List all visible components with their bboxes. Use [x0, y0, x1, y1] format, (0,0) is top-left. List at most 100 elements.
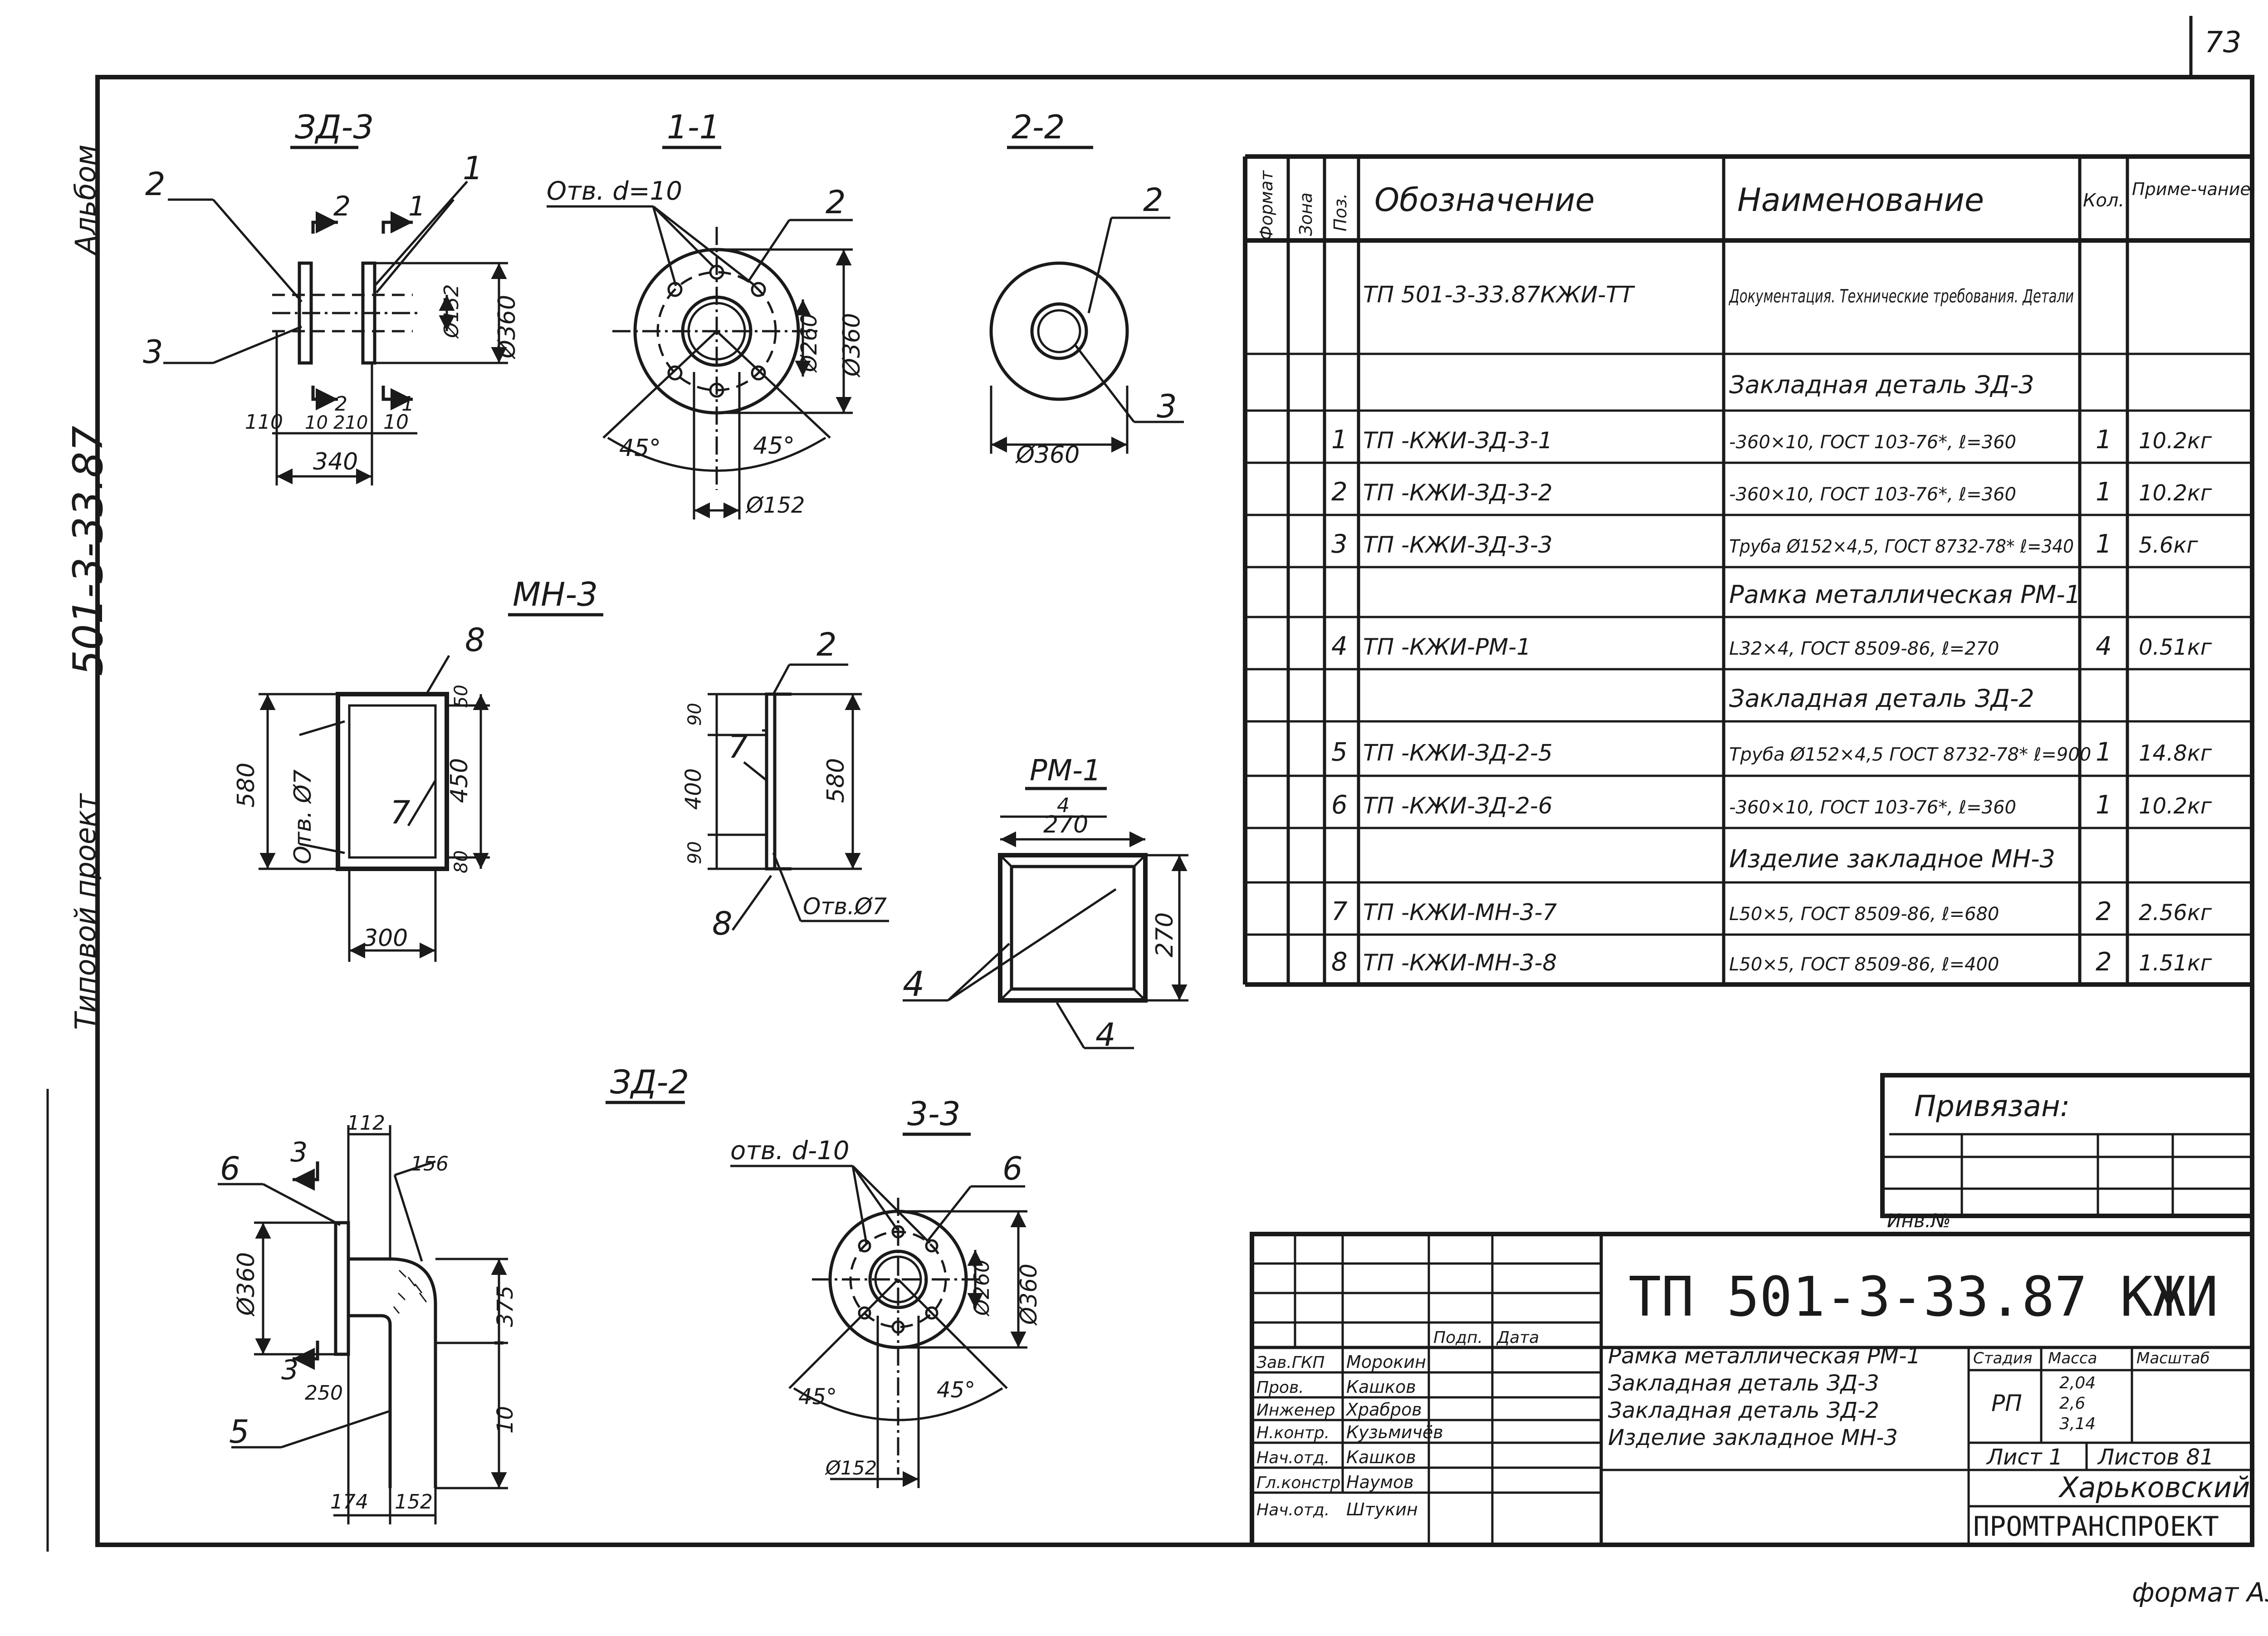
- spec-row-qty: 1: [2096, 790, 2112, 820]
- spec-row-note: 0.51кг: [2139, 635, 2212, 660]
- spec-header-note: Приме-чание: [2132, 179, 2251, 199]
- mn3-dim-50: 50: [451, 685, 472, 708]
- mn3-callout-8: 8: [465, 622, 485, 659]
- spec-row-note: 1.51кг: [2139, 950, 2212, 976]
- title-desc-2: Закладная деталь ЗД-3: [1608, 1371, 1879, 1396]
- s11-angle-left: 45°: [619, 435, 661, 462]
- title-mass-2: 2,6: [2059, 1394, 2085, 1413]
- spec-row-name: -360×10, ГОСТ 103-76*, ℓ=360: [1729, 797, 2016, 818]
- spec-table-grid: [1243, 154, 2254, 987]
- format-label: формат А3: [2132, 1577, 2268, 1608]
- title-mass-3: 3,14: [2059, 1415, 2096, 1433]
- zd3-callout-3: 3: [143, 333, 163, 371]
- s11-title: 1-1: [667, 108, 720, 146]
- spec-row-pos: 6: [1331, 790, 1348, 820]
- title-org-1: Харьковский: [2058, 1471, 2250, 1504]
- mn3-dim-300: 300: [363, 925, 408, 952]
- spec-row-pos: 8: [1331, 947, 1348, 977]
- zd2-dim-d360: Ø360: [233, 1252, 260, 1317]
- zd2-callout-5: 5: [229, 1413, 249, 1450]
- mn3-dim-450: 450: [446, 758, 473, 803]
- drawing-section-2-2: 2-2 Ø360 2 3: [989, 108, 1184, 469]
- spec-row-qty: 4: [2096, 632, 2112, 661]
- mn3-callout-7: 7: [390, 794, 411, 831]
- zd3-callout-1: 1: [463, 150, 483, 187]
- zd2-dim-152: 152: [395, 1490, 433, 1514]
- spec-row-group-title: Изделие закладное МН-3: [1729, 844, 2055, 873]
- privyazan-inv-label: Инв.№: [1887, 1210, 1951, 1232]
- mn3s-callout-7: 7: [728, 728, 748, 765]
- s33-angle-right: 45°: [937, 1377, 975, 1403]
- s22-callout-2: 2: [1143, 181, 1163, 219]
- side-album-label: Альбом: [69, 144, 102, 256]
- rm1-callout-4a: 4: [903, 964, 924, 1004]
- spec-row-doc: ТП -КЖИ-ЗД-3-1: [1363, 427, 1553, 454]
- drawing-zd2: ЗД-2 Ø360 375 10 112 156 174 152: [218, 1063, 689, 1524]
- s11-dim-d152: Ø152: [745, 493, 805, 518]
- s22-dim-d360: Ø360: [1015, 441, 1080, 469]
- zd2-dim-156: 156: [411, 1152, 449, 1176]
- s33-callout-6: 6: [1002, 1150, 1023, 1187]
- zd2-section-3-bot: 3: [281, 1354, 298, 1386]
- spec-row-qty: 2: [2096, 897, 2112, 926]
- s33-dim-d260: Ø260: [969, 1259, 994, 1317]
- spec-header-zone: Зона: [1296, 192, 1316, 236]
- mn3s-dim-90b: 90: [684, 841, 705, 864]
- drawing-mn3: МН-3 580 50 450 80 300 Отв. Ø7 8 7: [233, 575, 603, 962]
- spec-row-doc: ТП -КЖИ-РМ-1: [1363, 634, 1531, 660]
- drawing-zd3: ЗД-3 Ø152 Ø360 110 10 210 10 340 2 1 2 1: [143, 108, 521, 485]
- spec-row-qty: 1: [2096, 425, 2112, 455]
- s22-callout-3: 3: [1157, 388, 1177, 425]
- spec-row-name: Труба Ø152×4,5, ГОСТ 8732-78* ℓ=340: [1729, 536, 2074, 557]
- title-role: Пров.: [1256, 1378, 1304, 1397]
- drawing-section-3-3: 3-3 45° 45° Ø260 Ø360 Ø152 отв. d-10: [730, 1095, 1042, 1488]
- mn3-dim-580: 580: [233, 763, 260, 808]
- title-col-sign: Подп.: [1433, 1328, 1483, 1347]
- mn3s-dim-90a: 90: [684, 703, 705, 726]
- drawing-mn3-side: 90 400 90 580 2 7 8 Отв.Ø7: [681, 626, 889, 942]
- spec-row-group-title: Закладная деталь ЗД-3: [1729, 370, 2034, 399]
- spec-row-name: L50×5, ГОСТ 8509-86, ℓ=680: [1729, 904, 1999, 925]
- title-mass-1: 2,04: [2059, 1374, 2096, 1392]
- spec-row-note: 14.8кг: [2139, 740, 2212, 766]
- zd3-callout-2: 2: [145, 166, 166, 203]
- spec-header-pos: Поз.: [1330, 193, 1350, 231]
- title-person-name: Наумов: [1346, 1472, 1414, 1492]
- spec-row-qty: 1: [2096, 737, 2112, 767]
- side-project-label: Типовой проект: [69, 793, 102, 1030]
- zd2-dim-375: 10: [493, 1406, 518, 1434]
- title-sheet: Лист 1: [1986, 1445, 2063, 1470]
- spec-row-note: 10.2кг: [2139, 794, 2212, 819]
- title-scale-label: Масштаб: [2136, 1349, 2210, 1367]
- spec-row-qty: 1: [2096, 529, 2112, 559]
- mn3s-callout-8: 8: [712, 905, 733, 942]
- zd3-dim-110: 110: [245, 411, 283, 434]
- spec-row-name: -360×10, ГОСТ 103-76*, ℓ=360: [1729, 432, 2016, 453]
- spec-header-format: Формат: [1256, 170, 1276, 240]
- rm1-title: РМ-1: [1030, 754, 1101, 788]
- mn3s-hole-label: Отв.Ø7: [803, 893, 887, 920]
- title-person-name: Штукин: [1346, 1499, 1418, 1519]
- title-role: Н.контр.: [1256, 1424, 1330, 1442]
- title-desc-4: Изделие закладное МН-3: [1608, 1425, 1898, 1450]
- s11-callout-2: 2: [826, 184, 846, 221]
- spec-row-pos: 2: [1331, 477, 1348, 507]
- zd3-dim-10b: 10: [383, 411, 409, 434]
- s33-dim-d152: Ø152: [825, 1457, 877, 1479]
- title-person-name: Кашков: [1346, 1447, 1416, 1467]
- zd3-section-1-bot: 1: [401, 392, 414, 416]
- zd2-title: ЗД-2: [610, 1063, 689, 1101]
- rm1-dim-4: 4: [1057, 794, 1070, 817]
- zd3-section-2-top: 2: [333, 191, 351, 222]
- title-col-date: Дата: [1496, 1328, 1539, 1347]
- spec-row-doc: ТП -КЖИ-ЗД-3-3: [1363, 532, 1553, 558]
- privyazan-title: Привязан:: [1914, 1090, 2070, 1123]
- zd2-section-3-top: 3: [290, 1136, 308, 1168]
- spec-row-note: 10.2кг: [2139, 428, 2212, 454]
- drawing-section-1-1: 1-1 45° 45° Ø260 Ø360 Ø152 Отв. d=10: [547, 108, 865, 519]
- spec-row-doc: ТП -КЖИ-ЗД-2-5: [1363, 740, 1553, 766]
- title-role: Зав.ГКП: [1256, 1353, 1325, 1372]
- title-person-name: Морокин: [1346, 1352, 1426, 1372]
